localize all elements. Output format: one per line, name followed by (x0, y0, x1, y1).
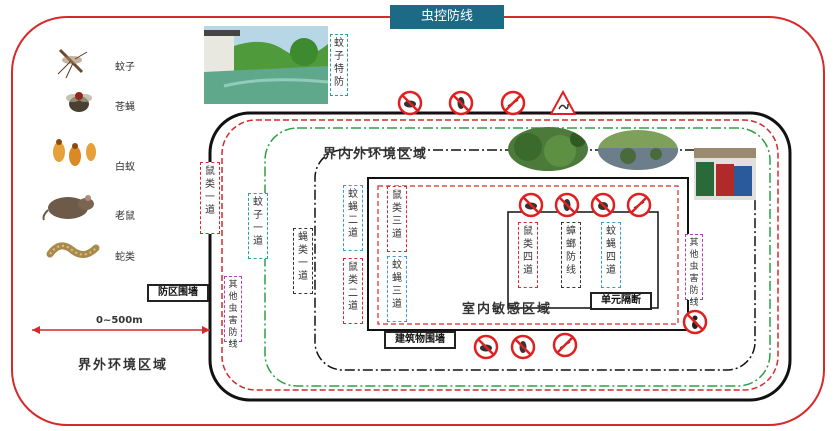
fly-line1-label: 蝇类一道 (293, 228, 313, 294)
warning-snake-icon (550, 90, 576, 116)
rat-icon (42, 190, 98, 222)
rat-line4-label: 鼠类四道 (518, 222, 538, 288)
page-title: 虫控防线 (390, 5, 504, 29)
pest-label-snake: 蛇类 (115, 248, 135, 263)
pest-label-termite: 白蚁 (115, 158, 135, 173)
outer-zone-title: 界外环境区域 (78, 354, 168, 373)
no-mosquito-icon-bottom (552, 332, 578, 358)
mosquito-fly-line4-label: 蚊蝇四道 (601, 222, 621, 288)
cockroach-line-label: 蟑螂防线 (561, 222, 581, 288)
pest-label-mosquito: 蚊子 (115, 58, 135, 73)
trash-bin-photo (694, 148, 756, 200)
grass-photo-1 (508, 127, 588, 171)
unit-isolation-tag: 单元隔断 (590, 292, 652, 310)
no-cockroach-icon-bottom (510, 334, 536, 360)
rat-line3-label: 鼠类三道 (387, 186, 407, 252)
rat-line2-label: 鼠类二道 (343, 258, 363, 324)
inner-env-zone-title: 界内外环境区域 (323, 143, 428, 162)
mosquito-line1-label: 蚊子一道 (248, 193, 268, 259)
pest-label-fly: 苍蝇 (115, 98, 135, 113)
no-fly-icon-unit (590, 192, 616, 218)
fly-icon (62, 88, 96, 118)
pest-label-rat: 老鼠 (115, 207, 135, 222)
distance-label: 0~500m (96, 315, 143, 326)
snake-icon (46, 236, 102, 264)
no-cockroach-icon (448, 90, 474, 116)
grass-photo-2 (598, 130, 678, 170)
mosquito-fly-line2-label: 蚊蝇二道 (343, 185, 363, 251)
no-rat-icon-unit (518, 192, 544, 218)
no-rat-icon (397, 90, 423, 116)
no-mosquito-icon (500, 90, 526, 116)
river-photo (204, 26, 328, 104)
building-wall-tag: 建筑物围墙 (384, 331, 456, 349)
other-pest-right-label: 其他虫害防线 (685, 234, 703, 300)
fence-tag: 防区围墙 (147, 284, 209, 302)
mosquito-icon (52, 42, 90, 80)
indoor-zone-title: 室内敏感区域 (462, 298, 552, 317)
no-cockroach-icon-unit (554, 192, 580, 218)
other-pest-left-label: 其他虫害防线 (224, 276, 242, 342)
mosquito-fly-line3-label: 蚊蝇三道 (387, 256, 407, 322)
mosquito-special-label: 蚊子特防 (330, 34, 348, 96)
no-ant-icon (682, 309, 708, 335)
termite-icon (45, 138, 101, 174)
no-rat-icon-bottom (473, 334, 499, 360)
rat-line1-label: 鼠类一道 (200, 162, 220, 234)
no-mosquito-icon-unit (626, 192, 652, 218)
